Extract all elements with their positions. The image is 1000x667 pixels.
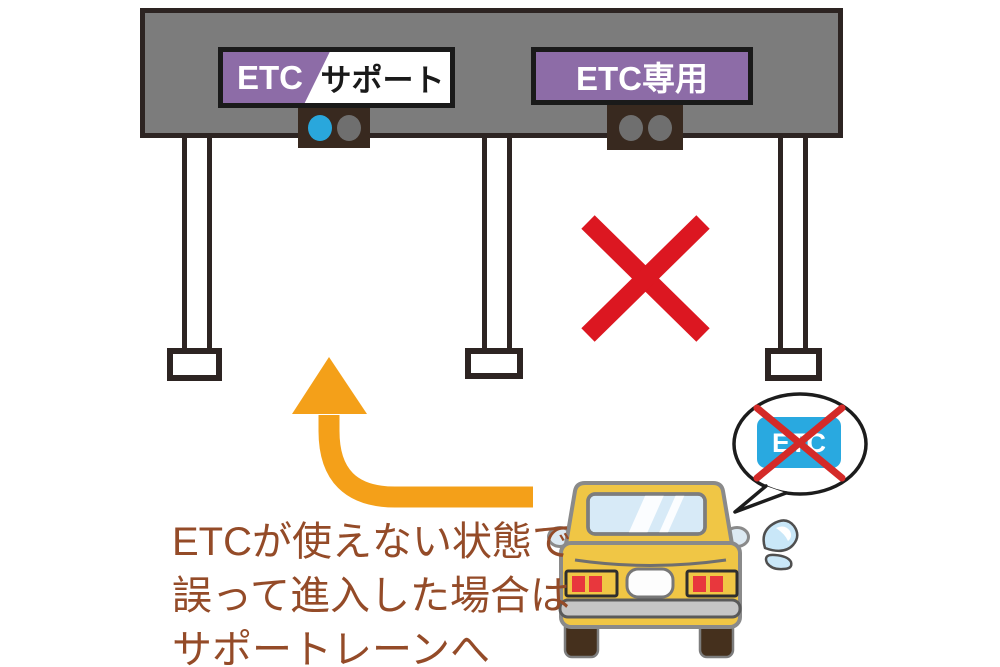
sign-etc-only-label: ETC専用 bbox=[576, 60, 708, 97]
sign-etc-only: ETC専用 bbox=[531, 47, 753, 105]
caption-line-1: ETCが使えない状態で bbox=[172, 520, 572, 564]
lamp-off-icon bbox=[336, 114, 361, 141]
gantry-pillar-right bbox=[778, 138, 808, 348]
sign-etc-support: ETC サポート bbox=[218, 47, 455, 108]
traffic-light-etc-only-lane bbox=[607, 105, 683, 150]
speech-bubble-tail bbox=[733, 484, 788, 514]
traffic-light-support-lane bbox=[298, 107, 370, 148]
pillar-foot-middle bbox=[465, 348, 523, 379]
card-red-cross-icon bbox=[753, 404, 846, 482]
caption-line-3: サポートレーンへ bbox=[172, 628, 490, 667]
curve-arrow-icon bbox=[292, 357, 533, 508]
red-cross-icon bbox=[581, 215, 710, 342]
car-taillight-left bbox=[564, 569, 619, 598]
lamp-cyan-on-icon bbox=[307, 114, 332, 141]
pillar-foot-left bbox=[167, 348, 222, 381]
trunk-line bbox=[574, 558, 727, 567]
car-taillight-right bbox=[685, 569, 739, 598]
speech-bubble: ETC bbox=[732, 392, 868, 514]
gantry-pillar-left bbox=[182, 138, 212, 348]
sign-support-label: サポート bbox=[320, 63, 445, 98]
sign-etc-label: ETC bbox=[237, 58, 303, 96]
pillar-foot-right bbox=[765, 348, 822, 381]
car-bumper bbox=[558, 598, 742, 619]
sweat-drops-icon bbox=[762, 519, 799, 571]
license-plate bbox=[625, 567, 675, 599]
lamp-off-icon bbox=[618, 114, 643, 141]
gantry-pillar-middle bbox=[482, 138, 512, 348]
caption-line-2: 誤って進入した場合は bbox=[172, 574, 570, 618]
caption: ETCが使えない状態で 誤って進入した場合は サポートレーンへ bbox=[172, 515, 572, 667]
window-glare bbox=[620, 494, 690, 534]
lamp-off-icon bbox=[647, 114, 672, 141]
car-illustration bbox=[547, 481, 750, 659]
